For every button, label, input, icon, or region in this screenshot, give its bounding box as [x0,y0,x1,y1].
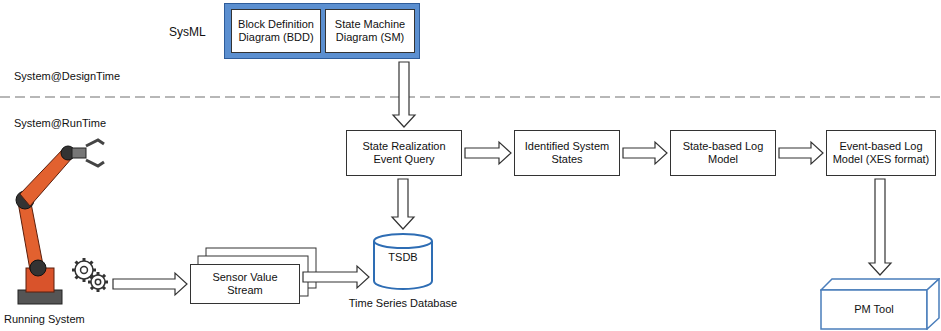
system-label: Running System [4,313,85,326]
block-arrow [465,142,511,164]
robot-illustration [0,128,110,328]
block-arrow [779,142,823,164]
gear-icon [72,258,108,292]
gear-hole [81,267,88,274]
block-arrow [392,179,414,229]
cylinder-top [374,234,432,248]
frame-heading: SysML [169,25,206,39]
gear-hole [95,279,100,284]
box-label: Identified System States [518,140,616,166]
sysml-frame: SysMLBlock Definition Diagram (BDD)State… [224,3,420,59]
database-cylinder: TSDBTime Series Database [372,232,434,290]
separator-line [0,96,941,98]
phase-label: System@RunTime [14,117,106,129]
box-label: Sensor Value Stream [194,271,296,297]
tool-top-face [821,279,939,290]
block-arrow [869,179,891,275]
process-box: Sensor Value Stream [190,264,300,304]
tool-side-face [927,279,939,329]
process-box: State Machine Diagram (SM) [325,9,415,53]
robot-gripper [86,140,104,166]
gear-body [91,275,105,289]
box-label: State Machine Diagram (SM) [329,18,411,44]
process-box: Event-based Log Model (XES format) [826,130,936,176]
phase-label: System@DesignTime [14,70,120,82]
box-label: State-based Log Model [674,140,772,166]
robot-wrist [72,148,86,158]
database-label: TSDB [372,251,434,264]
box-label: Event-based Log Model (XES format) [830,140,932,166]
tool-box-3d: PM Tool [820,278,940,330]
block-arrow [623,142,667,164]
tool-front-face [821,290,927,329]
process-box: State Realization Event Query [346,130,462,176]
block-arrow [113,273,187,295]
tool-label: PM Tool [821,290,927,329]
gear-body [75,261,93,279]
running-system: Running System [0,128,110,328]
box-label: State Realization Event Query [350,140,458,166]
block-arrow [393,62,415,127]
robot-joint [30,260,46,276]
database-caption: Time Series Database [343,297,463,310]
process-box: State-based Log Model [670,130,776,176]
box-label: Block Definition Diagram (BDD) [235,18,317,44]
process-box: Identified System States [514,130,620,176]
block-arrow [303,266,369,288]
process-box: Block Definition Diagram (BDD) [231,9,321,53]
